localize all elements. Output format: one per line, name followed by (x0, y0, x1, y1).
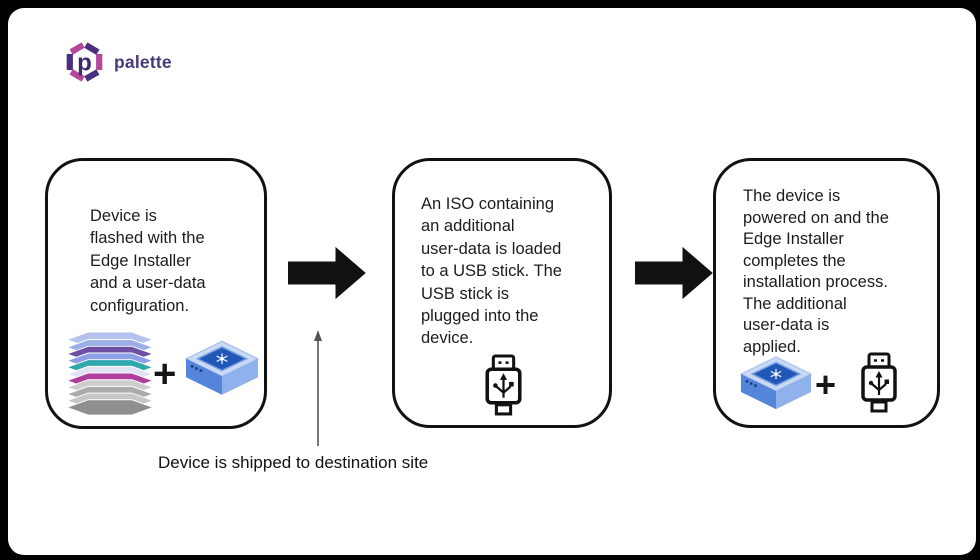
flow-step-1: Device is flashed with the Edge Installe… (45, 158, 267, 429)
shipping-caption: Device is shipped to destination site (158, 453, 429, 472)
usb-stick-icon (856, 352, 902, 414)
logo-wordmark: palette (114, 51, 172, 72)
palette-logo-icon (64, 40, 105, 84)
usb-stick-icon (480, 354, 527, 417)
edge-device-icon (185, 340, 259, 397)
step-1-description: Device is flashed with the Edge Installe… (90, 207, 206, 315)
plus-sign: + (815, 364, 837, 405)
palette-logo: palette (64, 40, 172, 84)
software-stack-icon (66, 332, 154, 416)
step-2-description: An ISO containing an additional user-dat… (421, 195, 562, 348)
flow-step-2: An ISO containing an additional user-dat… (392, 158, 612, 428)
flow-step-3: The device is powered on and the Edge In… (713, 158, 940, 428)
edge-device-icon (740, 356, 812, 411)
step1-to-step2-arrow-right-icon (288, 247, 366, 299)
plus-sign: + (153, 352, 177, 396)
step2-to-step3-arrow-right-icon (635, 247, 713, 299)
step-3-description: The device is powered on and the Edge In… (743, 187, 889, 356)
shipping-arrow-up-icon (310, 330, 326, 450)
